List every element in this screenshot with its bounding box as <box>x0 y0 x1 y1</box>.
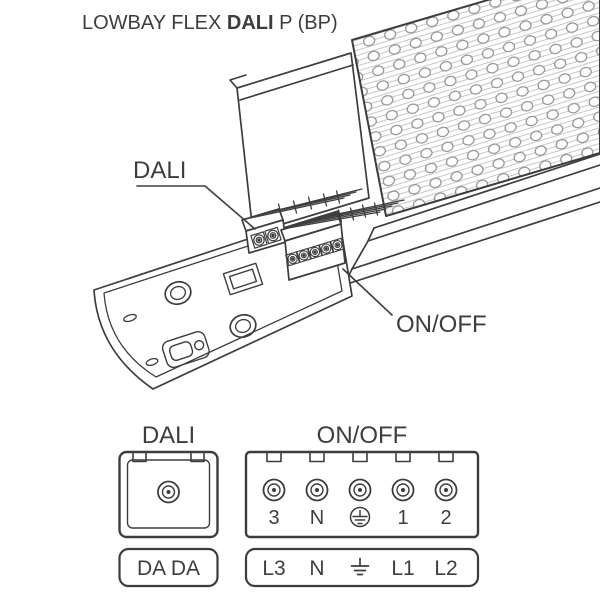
terminal-screw <box>348 478 372 502</box>
wire-entry-slot <box>395 451 411 463</box>
wire-entry-slot <box>438 451 454 463</box>
dali-callout-label: DALI <box>133 157 186 184</box>
open-cover-flap <box>229 52 370 234</box>
dali-callout <box>136 185 256 230</box>
knockout-hole <box>164 280 192 306</box>
terminal-screw <box>391 478 415 502</box>
pole-label-n: N <box>310 507 324 529</box>
wire-label-l2: L2 <box>434 557 457 580</box>
housing-rails <box>343 153 600 286</box>
onoff-connector-face: 3 N 1 2 <box>244 450 480 539</box>
cable-clamp <box>161 331 210 369</box>
dali-wire-label: DA DA <box>137 557 200 580</box>
knockout-hole <box>229 313 257 339</box>
luminaire-drawing <box>93 0 600 390</box>
slot-hole <box>145 357 159 367</box>
wire-label-l1: L1 <box>391 557 414 580</box>
pole-label-3: 3 <box>268 507 279 529</box>
latch-notch <box>132 451 147 463</box>
terminal-screw <box>305 478 329 502</box>
dali-connector-face <box>118 450 219 539</box>
page-title: LOWBAY FLEX DALI P (BP) <box>82 12 338 34</box>
onoff-wire-label-box: L3 N L1 L2 <box>244 547 480 588</box>
wire-entry-slot <box>352 451 368 463</box>
onoff-callout <box>342 268 393 316</box>
terminal-screw <box>157 480 180 504</box>
wiring <box>249 188 405 229</box>
mounting-bracket <box>222 262 264 296</box>
terminal-screw <box>434 478 458 502</box>
title-suffix: P (BP) <box>274 12 338 34</box>
wire-entry-slot <box>266 451 282 463</box>
title-bold: DALI <box>227 12 274 34</box>
slot-hole <box>123 313 137 323</box>
pole-label-2: 2 <box>440 507 451 529</box>
pole-label-1: 1 <box>397 507 408 529</box>
earth-icon <box>349 506 371 528</box>
title-prefix: LOWBAY FLEX <box>82 12 227 34</box>
wire-label-n: N <box>309 557 324 580</box>
onoff-detail-heading: ON/OFF <box>317 422 408 449</box>
onoff-callout-label: ON/OFF <box>396 311 487 338</box>
terminal-screw <box>262 478 286 502</box>
dali-wire-label-box: DA DA <box>118 547 219 588</box>
latch-notch <box>190 451 205 463</box>
onoff-detail: ON/OFF 3 <box>244 422 480 588</box>
wire-entry-slot <box>309 451 325 463</box>
dali-detail: DALI DA DA <box>118 422 219 588</box>
wire-label-l3: L3 <box>262 557 285 580</box>
dali-detail-heading: DALI <box>142 422 195 449</box>
earth-icon <box>350 557 370 576</box>
led-panel <box>351 0 600 217</box>
